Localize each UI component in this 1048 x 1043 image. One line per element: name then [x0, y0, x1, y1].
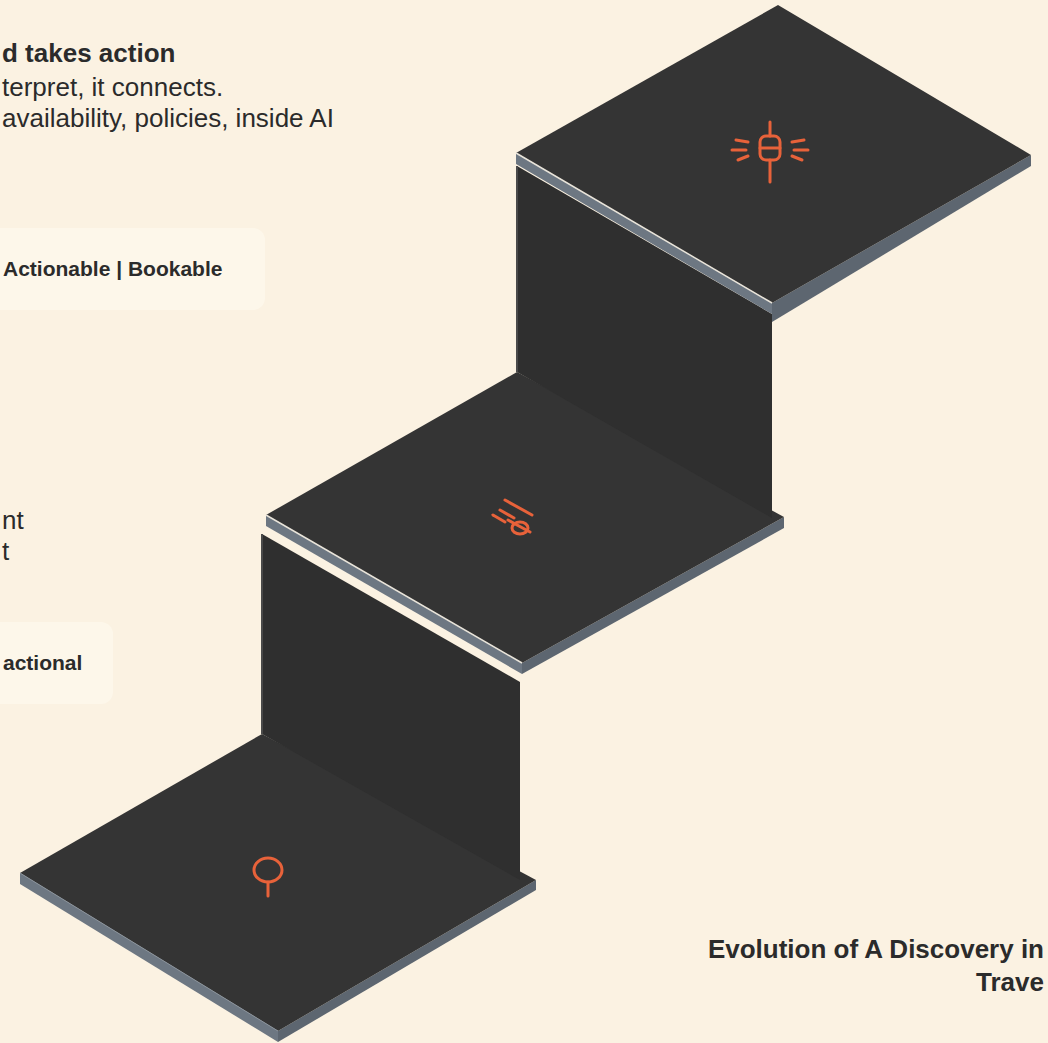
step-description: nt — [2, 505, 24, 536]
pill-text: actional — [3, 651, 82, 675]
step-description: t — [2, 536, 9, 567]
diagram-title: Evolution of A Discovery in Trave — [658, 933, 1044, 999]
pill-text: Actionable | Bookable — [3, 257, 222, 281]
tag-pill: actional — [0, 622, 113, 704]
step-heading: d takes action — [2, 38, 175, 69]
tag-pill: Actionable | Bookable — [0, 228, 265, 310]
step-description: terpret, it connects. availability, poli… — [2, 72, 338, 134]
